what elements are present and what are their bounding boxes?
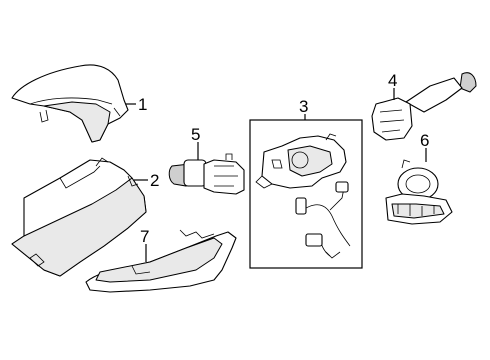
upper-column-cover (11, 64, 129, 143)
callout-5: 5 (191, 125, 200, 144)
lower-column-cover (11, 157, 147, 277)
callout-1: 1 (138, 95, 147, 114)
combination-switch-lever-5 (168, 153, 245, 195)
combination-switch-lever-4 (371, 72, 477, 141)
callout-7: 7 (140, 227, 149, 246)
callout-2: 2 (150, 171, 159, 190)
clock-spring (385, 159, 453, 225)
callout-3: 3 (299, 97, 308, 116)
callout-6: 6 (420, 131, 429, 150)
part-3-group-box (249, 119, 363, 269)
column-lower-bracket (85, 229, 237, 293)
spiral-cable-wiring (295, 181, 351, 259)
switch-body-assembly (255, 133, 347, 189)
callout-4: 4 (388, 71, 397, 90)
